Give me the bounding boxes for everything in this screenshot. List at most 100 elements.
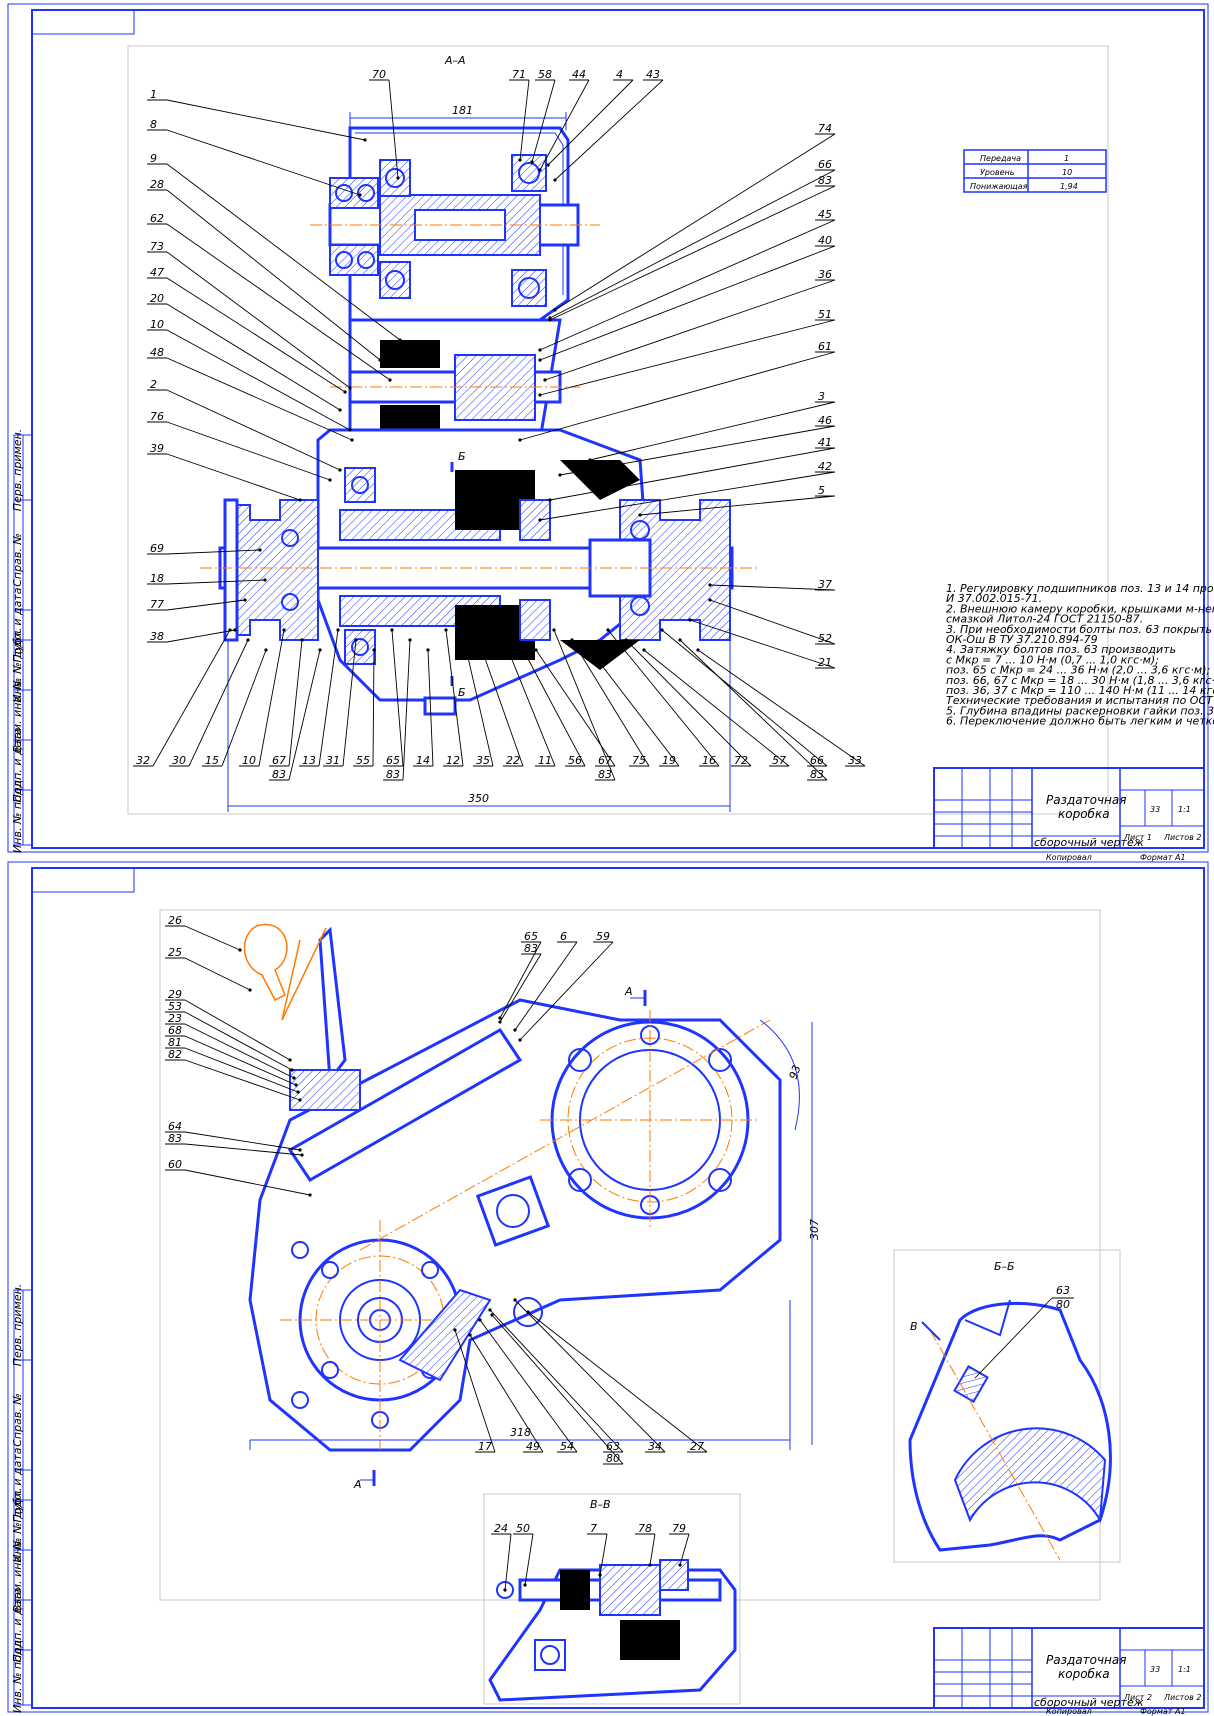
fork-outline: [908, 1302, 1112, 1552]
sheet-2-side-strip: [13, 1289, 33, 1706]
callout-view-12: 83: [524, 942, 538, 955]
param-name-1: Уровень: [980, 168, 1015, 177]
section-b-b: Б–Б 63 80 В: [893, 1249, 1121, 1563]
callout-bottom-1-leader: [188, 639, 249, 767]
callout-view-6-dot: [296, 1090, 300, 1094]
callout-left-16-leader: [166, 629, 236, 643]
callout-vv-1-leader: [524, 1533, 534, 1586]
callout-left-7-dot: [338, 408, 342, 412]
callout-right-7: 61: [818, 340, 832, 353]
callout-bottom-11-leader: [427, 649, 434, 767]
callout-right-4-leader: [539, 245, 836, 361]
callout-vv-3-leader: [649, 1533, 656, 1566]
callout-view-0: 26: [168, 914, 182, 927]
callout-left-3-dot: [378, 358, 382, 362]
external-view: 318 307 93 А А: [243, 923, 821, 1491]
callout-view-17-dot: [478, 1318, 482, 1322]
title2-name-1: Раздаточная: [1046, 1653, 1126, 1667]
callout-right-15-leader: [689, 619, 836, 669]
callout-left-12: 39: [150, 442, 164, 455]
callout-bottom-12-leader: [445, 629, 464, 767]
callout-view-3: 53: [168, 1000, 182, 1013]
callout-view-12-leader: [499, 953, 542, 1023]
sheet-2-corner-box: [31, 867, 135, 893]
callout-bottom-0-dot: [228, 628, 232, 632]
callout-bottom-7-dot: [354, 638, 358, 642]
callout-left-15-dot: [243, 598, 247, 602]
callout-bottom-10: 83: [386, 768, 400, 781]
callout-left-15: 77: [150, 598, 164, 611]
callout-left-11: 76: [150, 410, 164, 423]
side-strip-s2-6: Инв. № подл.: [11, 1637, 24, 1713]
callout-vv-1: 50: [516, 1522, 530, 1535]
callout-view-13-dot: [513, 1028, 517, 1032]
callout-top-5: 43: [646, 68, 660, 81]
note-line-6: 4. Затяжку болтов поз. 63 производить: [946, 643, 1176, 656]
callout-view-10: 60: [168, 1158, 182, 1171]
callout-bottom-6-leader: [318, 629, 339, 767]
callout-left-9-leader: [166, 357, 353, 441]
callout-bottom-9-leader: [391, 629, 404, 767]
dim-307: 307: [808, 1219, 821, 1240]
callout-bottom-2: 15: [205, 754, 219, 767]
sheet-1-frame: [31, 9, 1205, 849]
side-strip-s2-4: Взам. инв. №: [11, 1538, 24, 1613]
section-mark-b-bottom: Б: [458, 686, 466, 699]
callout-left-1-leader: [166, 129, 361, 196]
callout-vv-2-dot: [598, 1573, 602, 1577]
callout-bottom-1-dot: [246, 638, 250, 642]
callout-top-0: 70: [372, 68, 386, 81]
callout-bottom-1: 30: [172, 754, 186, 767]
callout-bottom-26: 33: [848, 754, 862, 767]
callout-view-20-dot: [513, 1298, 517, 1302]
callout-bottom-2-dot: [264, 648, 268, 652]
callout-bottom-8-leader: [372, 649, 375, 767]
callout-right-7-leader: [519, 351, 836, 441]
callout-view-15: 17: [478, 1440, 492, 1453]
title2-name-2: коробка: [1058, 1667, 1110, 1681]
callout-right-10-dot: [548, 498, 552, 502]
callout-view-10-dot: [308, 1193, 312, 1197]
callout-bottom-8: 55: [356, 754, 370, 767]
note-line-12: 5. Глубина впадины раскерновки гайки поз…: [946, 704, 1214, 717]
callout-view-2: 29: [168, 988, 182, 1001]
side-strip-s1-1: Справ. №: [11, 533, 24, 587]
callout-right-13-dot: [708, 583, 712, 587]
callout-top-5-dot: [553, 178, 557, 182]
title2-sheets: Листов 2: [1163, 1693, 1202, 1702]
callout-right-6-leader: [539, 319, 836, 396]
callout-view-1-dot: [248, 988, 252, 992]
callout-bottom-6: 13: [302, 754, 316, 767]
callout-view-4-dot: [292, 1076, 296, 1080]
callout-right-6-dot: [538, 393, 542, 397]
sheet-1-side-strip: [13, 434, 33, 846]
callout-view-4-leader: [184, 1023, 295, 1079]
callout-view-10-leader: [184, 1169, 311, 1196]
callout-right-13: 37: [818, 578, 832, 591]
callout-bottom-0: 32: [136, 754, 150, 767]
callout-view-12-dot: [498, 1020, 502, 1024]
callout-bottom-9-dot: [390, 628, 394, 632]
callout-bottom-26-dot: [696, 648, 700, 652]
callout-bottom-22-dot: [624, 638, 628, 642]
callout-view-14-dot: [518, 1038, 522, 1042]
callout-top-3: 44: [572, 68, 586, 81]
callout-bottom-14: 22: [506, 754, 520, 767]
callout-left-6-dot: [343, 390, 347, 394]
callout-bottom-15: 11: [538, 754, 552, 767]
callout-view-16-dot: [468, 1333, 472, 1337]
callout-bottom-24-leader: [661, 629, 828, 767]
callout-left-16: 38: [150, 630, 164, 643]
callout-view-9-dot: [300, 1153, 304, 1157]
callout-left-4-dot: [388, 378, 392, 382]
callout-left-3: 28: [150, 178, 164, 191]
callout-left-10: 2: [150, 378, 157, 391]
callout-top-0-dot: [396, 176, 400, 180]
side-strip-s1-3: Инв. № дубл.: [11, 627, 24, 702]
callout-bottom-11: 14: [416, 754, 430, 767]
callout-right-15: 21: [818, 656, 832, 669]
callout-bottom-21: 16: [702, 754, 716, 767]
title-block-sheet-2: Раздаточная коробка сборочный чертеж 33 …: [933, 1627, 1205, 1709]
callout-right-11: 42: [818, 460, 832, 473]
sheet-1-view-area: [127, 45, 1109, 815]
